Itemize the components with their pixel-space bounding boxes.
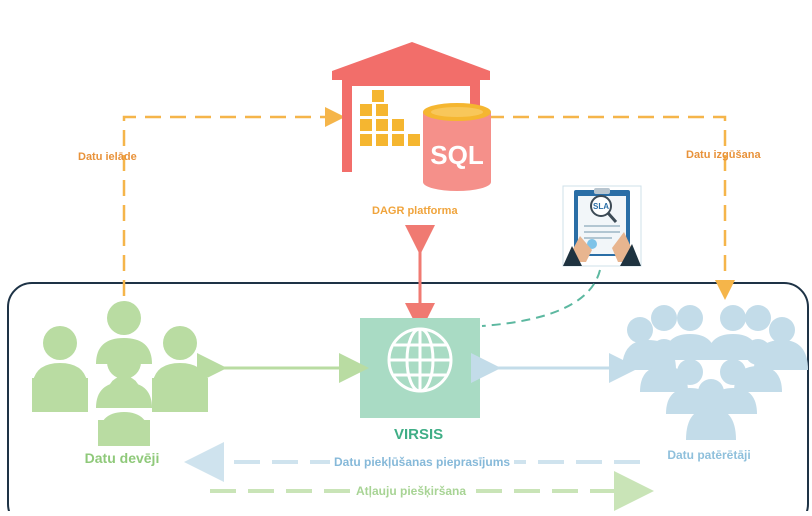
people-group-icon (622, 305, 808, 440)
load-label: Datu ielāde (78, 151, 137, 163)
extract-route (488, 115, 735, 300)
consumers-label: Datu patērētāji (667, 448, 751, 462)
hub-label: VIRSIS (394, 426, 444, 443)
sql-label: SQL (430, 140, 484, 170)
sql-database-icon: SQL (423, 103, 491, 191)
providers-label: Datu devēji (84, 450, 160, 466)
access-request-label: Datu piekļūšanas pieprasījums (330, 455, 515, 469)
load-route (122, 107, 345, 296)
sla-label: SLA (593, 202, 609, 211)
sla-document-icon: SLA (562, 185, 642, 267)
extract-label: Datu izgūšana (686, 149, 761, 161)
grant-label: Atļauju piešķiršana (352, 484, 471, 498)
globe-icon (387, 327, 453, 393)
people-group-icon (32, 301, 208, 446)
hub-box (360, 318, 480, 418)
sla-hub-link (481, 269, 601, 327)
platform-label: DAGR platforma (372, 205, 458, 217)
